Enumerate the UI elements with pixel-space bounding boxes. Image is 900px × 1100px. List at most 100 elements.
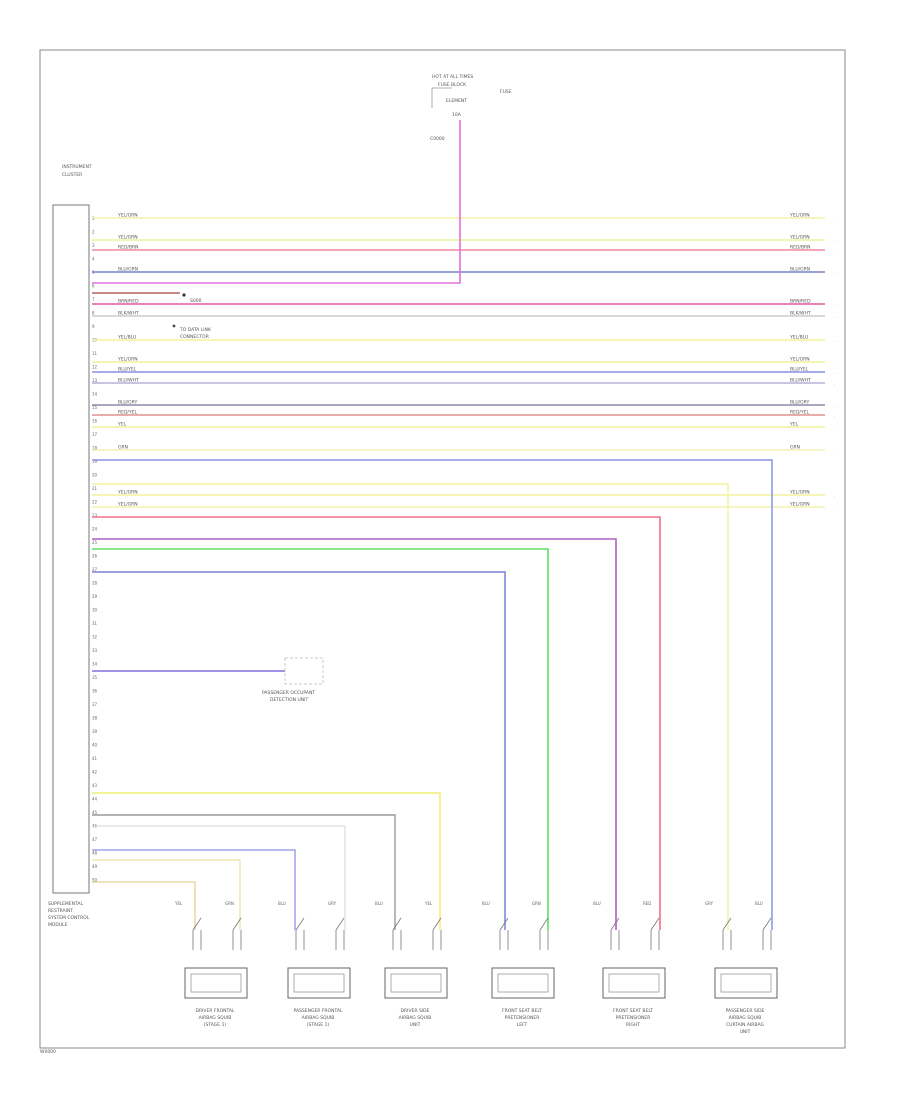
module-pin-23: 23 [92,513,98,518]
fuse-label-5: 10A [452,112,462,118]
wire-end-tick-12: . [834,425,835,430]
wire-label-right-13: GRN [790,445,800,451]
wire-label-right-3: BLU/GRN [790,267,810,273]
wire-violet [92,538,617,930]
wire-end-tick-4: . [834,302,835,307]
wire-label-right-12: YEL [789,422,799,428]
module-pin-36: 36 [92,689,98,694]
wire-label-left-8: BLU/YEL [118,367,137,373]
module-pin-47: 47 [92,837,98,842]
wire-end-tick-9: . [834,381,835,386]
wire-label-right-7: YEL/GRN [789,357,810,363]
wire-label-left-11: RED/YEL [118,410,138,416]
unit-2-pin-0: BLU [375,901,383,906]
wire-lilac-low [92,849,296,930]
wire-label-left-5: BLK/WHT [118,311,139,317]
module-pin-9: 9 [92,324,95,329]
unit-1-label-1: AIRBAG SQUIB [302,1015,335,1021]
module-pin-45: 45 [92,810,98,815]
unit-2-pin-1: YEL [424,901,433,906]
module-pin-18: 18 [92,446,98,451]
module-pin-22: 22 [92,500,98,505]
unit-4-label-0: FRONT SEAT BELT [613,1008,653,1014]
unit-5-pin-1: BLU [755,901,763,906]
splice-label: S000 [190,298,202,304]
srs-control-module [52,204,90,894]
module-pin-41: 41 [92,756,98,761]
unit-3-label-1: PRETENSIONER [505,1015,540,1021]
unit-3-label-0: FRONT SEAT BELT [502,1008,542,1014]
wire-label-left-15: YEL/GRN [117,502,138,508]
wire-label-left-14: YEL/GRN [117,490,138,496]
unit-3-label-2: LEFT [517,1022,528,1028]
module-label-2: RESTRAINT [48,908,73,914]
unit-0-pin-0: YEL [174,901,183,906]
module-pin-11: 11 [92,351,98,356]
cluster-label-2: CLUSTER [62,172,82,178]
wire-end-tick-15: . [834,505,835,510]
unit-5-label-0: PASSENGER SIDE [726,1008,765,1014]
module-pin-42: 42 [92,770,98,775]
module-label-1: SUPPLEMENTAL [48,901,83,907]
note-label-1: TO DATA LINK [179,327,212,333]
wire-end-tick-3: . [834,270,835,275]
wire-label-right-8: BLU/YEL [790,367,809,373]
wire-label-left-10: BLU/GRY [118,400,138,406]
wire-label-right-6: YEL/BLU [789,335,808,341]
wire-label-right-1: YEL/GRN [789,235,810,241]
module-pin-31: 31 [92,621,98,626]
module-pin-2: 2 [92,230,95,235]
wire-label-left-7: YEL/GRN [117,357,138,363]
module-pin-3: 3 [92,243,95,248]
wire-ylw-low [92,859,241,930]
wire-end-tick-8: . [834,370,835,375]
cluster-label-1: INSTRUMENT [62,164,92,170]
wire-end-tick-10: . [834,403,835,408]
wire-end-tick-2: . [834,248,835,253]
unit-4-pin-0: BLU [593,901,601,906]
unit-5-label-2: CURTAIN AIRBAG [726,1022,764,1028]
unit-1-pin-1: GRY [328,901,337,906]
unit-1-pin-0: BLU [278,901,286,906]
module-pin-30: 30 [92,608,98,613]
wire-tan-low [92,881,196,930]
module-pin-17: 17 [92,432,98,437]
module-pin-32: 32 [92,635,98,640]
data-link-note: TO DATA LINK CONNECTOR [172,324,212,340]
unit-2-label-2: UNIT [410,1022,421,1028]
module-pin-25: 25 [92,540,98,545]
module-pin-4: 4 [92,257,95,262]
note-label-2: CONNECTOR [180,334,209,340]
wire-label-right-0: YEL/GRN [789,213,810,219]
unit-4-label-2: RIGHT [626,1022,640,1028]
wire-end-tick-6: . [834,338,835,343]
fuse-label-1: HOT AT ALL TIMES [432,74,473,80]
wire-end-tick-5: . [834,314,835,319]
wire-end-tick-11: . [834,413,835,418]
unit-3-pin-0: BLU [482,901,490,906]
module-pin-33: 33 [92,648,98,653]
module-pin-8: 8 [92,311,95,316]
module-pin-26: 26 [92,554,98,559]
module-pin-list: 1234567891011121314151617181920212223242… [92,216,98,883]
module-pin-39: 39 [92,729,98,734]
unit-0-label-2: (STAGE 1) [204,1022,227,1028]
unit-5-pin-0: GRY [705,901,714,906]
module-pin-13: 13 [92,378,98,383]
unit-0-label-1: AIRBAG SQUIB [199,1015,232,1021]
occupant-sensor-unit [284,657,324,685]
footer-code: W0000 [40,1049,56,1055]
wire-label-left-9: BLU/WHT [118,378,139,384]
fuse-label-3: FUSE [500,89,512,95]
module-pin-48: 48 [92,851,98,856]
fuse-label-2: FUSE BLOCK [438,82,467,88]
module-pin-38: 38 [92,716,98,721]
top-fuse-connector: HOT AT ALL TIMES FUSE BLOCK FUSE ELEMENT… [430,74,512,142]
unit-0-label-0: DRIVER FRONTAL [195,1008,234,1014]
wire-label-left-12: YEL [117,422,127,428]
